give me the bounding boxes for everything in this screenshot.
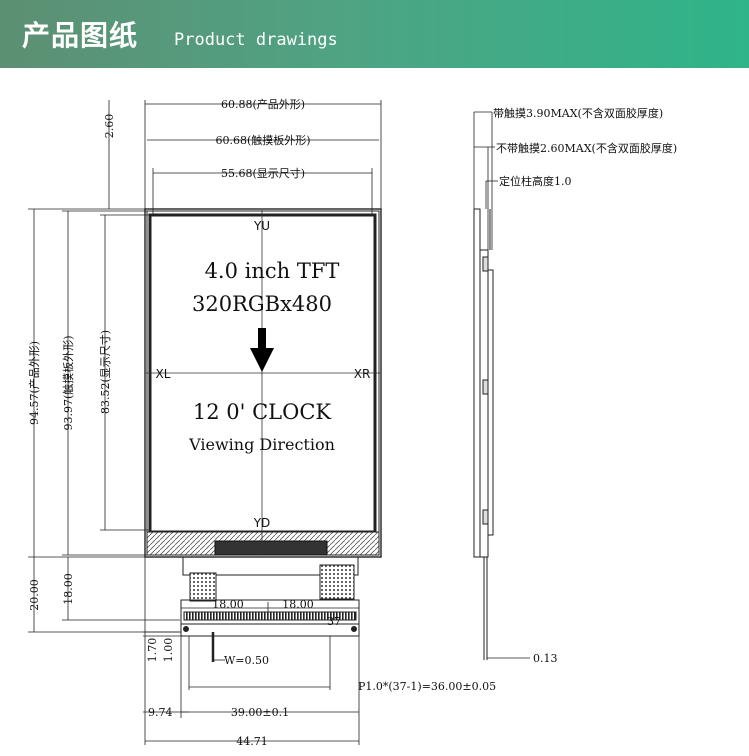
fpc-tail (180, 556, 360, 662)
driver-ic (214, 540, 328, 556)
thickness-no-touch-label: 不带触摸2.60MAX(不含双面胶厚度) (496, 141, 677, 155)
pin-1-0-label: 1.00 (162, 638, 175, 663)
banner-title-chinese: 产品图纸 (22, 19, 139, 52)
display-height-label: 83.52(显示尺寸) (98, 330, 112, 414)
screen-size-text: 4.0 inch TFT (205, 259, 340, 283)
fpc-width-label: 39.00±0.1 (231, 706, 289, 719)
side-frame-layer (487, 269, 494, 536)
header-banner: 产品图纸 Product drawings (0, 0, 749, 68)
touch-width-label: 60.68(触摸板外形) (215, 133, 310, 147)
label-yd: YD (253, 516, 271, 530)
pin-end-label: 37 (327, 615, 341, 628)
post-height-label: 定位柱高度1.0 (499, 174, 572, 188)
label-yu: YU (253, 219, 270, 233)
front-view (144, 208, 382, 558)
fpc-neck (182, 556, 359, 576)
total-width-label: 44.71 (236, 735, 268, 748)
side-view (473, 208, 494, 660)
product-drawing: 60.88(产品外形) 60.68(触摸板外形) 55.68(显示尺寸) 2.6… (27, 97, 677, 748)
fpc-left-component (189, 572, 217, 602)
fpc-right-component (319, 564, 355, 600)
product-height-label: 94.57(产品外形) (27, 341, 41, 425)
banner-title-english: Product drawings (174, 30, 338, 50)
fpc-body (180, 599, 360, 637)
label-xr: XR (354, 367, 371, 381)
left-offset-label: 9.74 (148, 706, 173, 719)
pitch-label: P1.0*(37-1)=36.00±0.05 (358, 680, 496, 693)
fpc-half-left-label: 18.00 (212, 598, 244, 611)
fpc-gold-fingers (183, 611, 357, 621)
top-offset-label: 2.60 (103, 114, 116, 139)
touch-height-label: 93.97(触摸板外形) (61, 335, 75, 430)
thickness-touch-label: 带触摸3.90MAX(不含双面胶厚度) (493, 106, 663, 120)
label-xl: XL (156, 367, 171, 381)
side-dimension-lines (473, 111, 530, 659)
side-glass-layer (473, 208, 481, 558)
viewing-direction-arrow-icon (250, 348, 274, 372)
tail-length-2-label: 18.00 (62, 573, 75, 605)
front-dimension-lines (28, 100, 382, 633)
tail-length-label: 20.00 (28, 579, 41, 611)
fpc-half-right-label: 18.00 (282, 598, 314, 611)
product-width-label: 60.88(产品外形) (221, 97, 305, 111)
clock-text: 12 0' CLOCK (193, 400, 332, 424)
fpc-dimension-lines (143, 557, 360, 745)
display-width-label: 55.68(显示尺寸) (221, 166, 305, 180)
pin-width-label: W=0.50 (224, 654, 269, 667)
fpc-thickness-label: 0.13 (533, 652, 558, 665)
pin-1-7-label: 1.70 (146, 638, 159, 663)
viewing-direction-text: Viewing Direction (188, 435, 335, 454)
resolution-text: 320RGBx480 (192, 292, 332, 316)
